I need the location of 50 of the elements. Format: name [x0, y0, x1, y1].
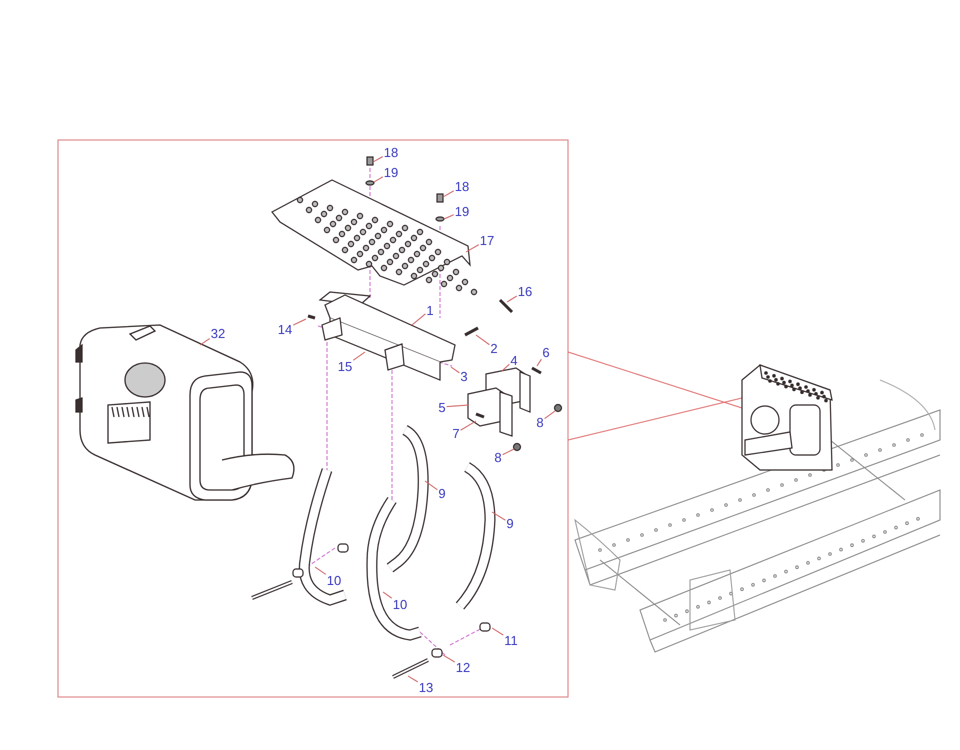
callout-number: 14	[278, 322, 292, 336]
leader-line	[424, 480, 438, 490]
leader-line	[412, 313, 426, 326]
leader-line	[476, 334, 490, 346]
callout-number: 8	[494, 450, 502, 464]
callout-number: 11	[504, 632, 518, 648]
leader-line	[374, 176, 384, 182]
callout-number: 10	[392, 596, 408, 612]
leader-line	[382, 592, 392, 599]
callout-number: 6	[542, 344, 550, 360]
callout-number: 8	[536, 414, 544, 430]
callout-number: 18	[454, 178, 470, 194]
leader-line	[466, 244, 480, 252]
callout-number: 17	[480, 232, 494, 248]
callout-number: 16	[518, 284, 532, 298]
leader-line	[544, 410, 556, 420]
leader-line	[442, 654, 456, 663]
leader-line	[492, 512, 506, 521]
callout-number: 1	[426, 302, 434, 318]
leader-line	[450, 366, 460, 374]
leader-line	[536, 358, 542, 366]
leader-line	[446, 404, 470, 408]
callout-number: 5	[438, 400, 446, 414]
callout-number: 32	[210, 326, 226, 340]
callout-number: 18	[384, 144, 398, 160]
leader-line	[444, 214, 454, 220]
callout-number: 19	[384, 164, 398, 180]
callout-number: 13	[418, 680, 434, 694]
leader-line	[314, 566, 326, 575]
callout-number: 19	[454, 204, 470, 218]
callout-number: 15	[338, 358, 352, 374]
callout-number: 10	[326, 572, 342, 588]
leader-line	[408, 676, 418, 682]
leader-line	[200, 338, 210, 346]
leader-line	[506, 296, 518, 302]
callout-number: 3	[460, 368, 468, 384]
callout-number: 9	[438, 486, 446, 500]
leader-line	[442, 190, 454, 198]
callout-number: 7	[452, 426, 460, 440]
callout-number: 2	[490, 340, 498, 356]
leader-line	[502, 364, 510, 372]
leader-line	[460, 420, 476, 431]
leader-line	[292, 318, 306, 326]
callout-number: 12	[456, 660, 470, 674]
leader-line	[352, 352, 366, 361]
callout-number: 4	[510, 352, 518, 368]
leader-line	[492, 628, 504, 636]
callout-number: 9	[506, 516, 514, 530]
leader-line	[372, 156, 384, 162]
leader-line	[502, 448, 514, 456]
